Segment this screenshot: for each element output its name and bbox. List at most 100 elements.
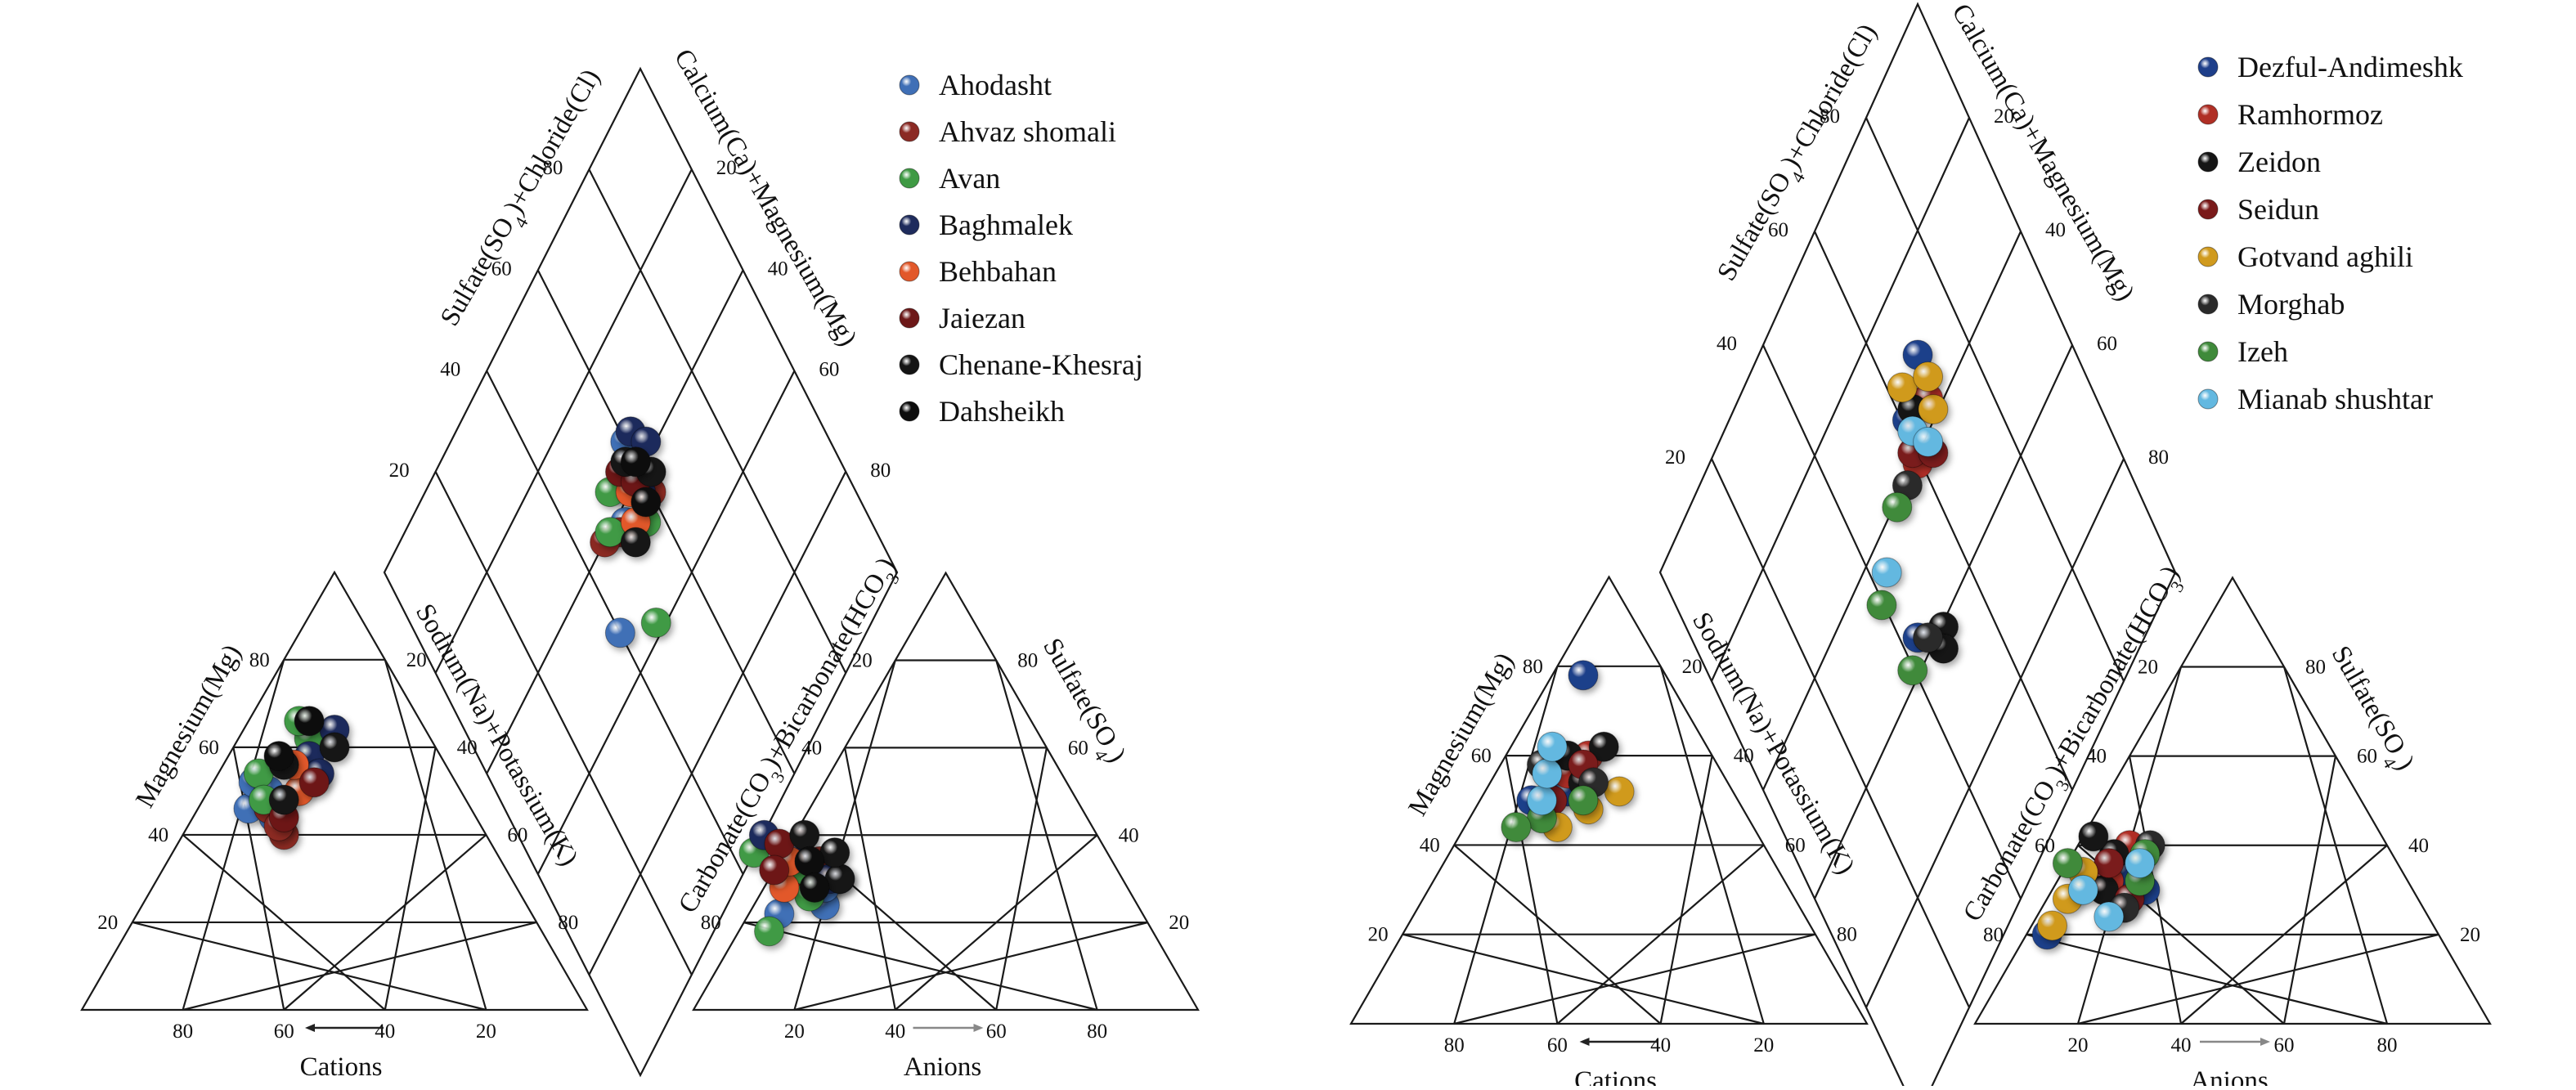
panel2-point-diamond-gotvand-aghili [1913, 361, 1944, 392]
panel2-legend-label-izeh: Izeh [2237, 335, 2288, 368]
panel1-cation-arrowhead [305, 1024, 315, 1032]
panel2-cation-mg-tick: 80 [1523, 656, 1543, 678]
panel2-cation-triangle-gridline [1402, 933, 1765, 1025]
panel2-point-diamond-gotvand-aghili [1887, 372, 1918, 403]
panel2-anion-co3-tick: 40 [2086, 746, 2107, 768]
panel1-diamond-so4cl-tick: 20 [389, 460, 410, 482]
panel2-so4cl-axis-label: Sulfate(SO4)+Chloride(Cl) [1712, 19, 1889, 289]
panel1-point-diamond-dahsheikh [620, 446, 651, 478]
panel1-legend-label-ahvaz-shomali: Ahvaz shomali [939, 115, 1116, 148]
panel1-diamond-gridline [434, 471, 693, 976]
panel2-cation-triangle-gridline [1453, 933, 1816, 1025]
panel2-diamond-outline [1658, 2, 2177, 1090]
panel2-cation-mg-tick: 40 [1420, 834, 1440, 856]
panel1-legend-label-chenane-khesraj: Chenane-Khesraj [939, 348, 1143, 381]
panel2-diamond-camg-tick: 40 [2045, 219, 2066, 241]
panel1-cations-label: Cations [300, 1052, 383, 1082]
panel1-point-diamond-chenane-khesraj [620, 527, 651, 558]
panel2-legend-label-zeidon: Zeidon [2237, 146, 2321, 178]
panel2-legend-label-mianab-shushtar: Mianab shushtar [2237, 383, 2433, 415]
panel1-cation-nak-tick: 60 [507, 824, 527, 846]
panel1-legend-marker-chenane-khesraj [899, 354, 920, 375]
panel1-cation-nak-tick: 20 [406, 649, 427, 671]
panel1-diamond-gridline [588, 168, 847, 674]
panel2-legend-label-gotvand-aghili: Gotvand aghili [2237, 240, 2413, 273]
panel2-diamond-gridline [1814, 231, 2073, 791]
panel2-anion-triangle-gridline [2282, 756, 2337, 1025]
panel1-anion-bottom-tick: 40 [885, 1020, 905, 1043]
panel2-diamond-gridline [1762, 344, 2022, 899]
panel1-legend-marker-avan [899, 168, 920, 189]
panel1-cation-mg-tick: 20 [97, 912, 118, 934]
panel2-point-cation-gotvand-aghili [1604, 776, 1635, 807]
panel1-cation-triangle-gridline [182, 921, 537, 1012]
panel1-anion-triangle-gridline [995, 747, 1048, 1011]
panel2-anion-bottom-tick: 40 [2171, 1034, 2192, 1056]
panel1-point-diamond-ahodasht [604, 617, 635, 648]
panel1-anion-triangle-outline [692, 571, 1200, 1012]
panel1-diamond-so4cl-tick: 80 [542, 157, 563, 179]
panel2-legend-marker-mianab-shushtar [2197, 388, 2219, 410]
panel2-cation-triangle-gridline [1659, 666, 1765, 1025]
panel2-point-diamond-morghab [1913, 622, 1944, 653]
panel1-anion-co3-tick: 80 [701, 912, 721, 934]
panel1-anion-co3-tick: 40 [801, 737, 822, 759]
panel2-cation-nak-tick: 60 [1785, 834, 1806, 856]
panel2-anion-triangle-gridline [2282, 666, 2389, 1025]
panel1-anion-so4-tick: 20 [1169, 912, 1189, 934]
panel2-point-anion-seidun [2094, 848, 2125, 879]
panel2-cation-triangle-gridline [1659, 755, 1713, 1025]
panel2-cation-nak-tick: 40 [1734, 745, 1754, 767]
panel1-legend-marker-ahodasht [899, 74, 920, 96]
panel2-point-anion-mianab-shushtar [2125, 848, 2156, 879]
panel2-legend-marker-dezful-andimeshk [2197, 56, 2219, 78]
panel1-anion-bottom-tick: 80 [1087, 1020, 1107, 1043]
panel1-camg-axis-label: Calcium(Ca)+Magnesium(Mg) [668, 44, 863, 351]
panel1-cation-nak-tick: 80 [558, 912, 578, 934]
panel1-legend-marker-baghmalek [899, 214, 920, 235]
panel2-diamond-so4cl-tick: 60 [1768, 219, 1788, 241]
panel1-legend-marker-behbahan [899, 261, 920, 282]
panel1-diamond-gridline [588, 471, 847, 976]
panel1-cation-bottom-tick: 60 [274, 1020, 294, 1043]
panel2-anion-so4-tick: 60 [2357, 746, 2377, 768]
panel2-cation-triangle-gridline [1505, 755, 1559, 1025]
panel2-diamond-camg-tick: 60 [2097, 333, 2117, 355]
panel1-point-cation-chenane-khesraj [268, 784, 299, 815]
panel1-cation-triangle-gridline [283, 834, 487, 1011]
panel2-cation-bottom-tick: 80 [1444, 1034, 1465, 1056]
panel2-point-anion-mianab-shushtar [2067, 874, 2098, 905]
panel2-point-cation-zeidon [1588, 731, 1619, 762]
panel2-point-cation-izeh [1568, 785, 1599, 816]
panel1-nak-axis-label: Sodium(Na)+Potassium(K) [410, 599, 584, 872]
panel2-point-anion-izeh [2052, 848, 2083, 879]
panel2-anion-bottom-tick: 60 [2274, 1034, 2295, 1056]
panel1-legend-label-avan: Avan [939, 162, 1000, 195]
panel1-cation-mg-tick: 80 [249, 649, 270, 671]
panel2-point-diamond-mianab-shushtar [1871, 557, 1902, 588]
panel2-diamond-camg-tick: 80 [2148, 446, 2169, 469]
panel1-anions-label: Anions [904, 1052, 981, 1082]
panel1-legend-marker-jaiezan [899, 307, 920, 329]
panel2-cation-mg-tick: 20 [1368, 924, 1389, 946]
panel2-anion-bottom-tick: 20 [2068, 1034, 2089, 1056]
panel2-anion-triangle-gridline [2077, 933, 2439, 1025]
panel1-point-anion-jaiezan [759, 855, 790, 886]
panel2-anion-so4-tick: 20 [2460, 924, 2480, 946]
panel1-anion-so4-tick: 80 [1017, 650, 1038, 672]
panel2-diamond-camg-tick: 20 [1994, 105, 2014, 128]
panel2-diamond-so4cl-tick: 80 [1820, 105, 1840, 128]
panel2-legend-marker-morghab [2197, 294, 2219, 315]
panel1-anion-co3-tick: 20 [852, 650, 873, 672]
panel2-legend-marker-gotvand-aghili [2197, 246, 2219, 267]
panel2-cation-mg-tick: 60 [1471, 745, 1492, 767]
panel1-cation-mg-tick: 40 [148, 824, 168, 846]
panel1-legend-label-jaiezan: Jaiezan [939, 302, 1025, 334]
panel1-cation-bottom-tick: 80 [173, 1020, 193, 1043]
panel1-point-anion-dahsheikh [794, 846, 825, 877]
panel1-legend-label-behbahan: Behbahan [939, 255, 1057, 288]
panel1-anion-triangle-gridline [844, 747, 896, 1011]
panel2-cation-nak-tick: 20 [1682, 656, 1703, 678]
